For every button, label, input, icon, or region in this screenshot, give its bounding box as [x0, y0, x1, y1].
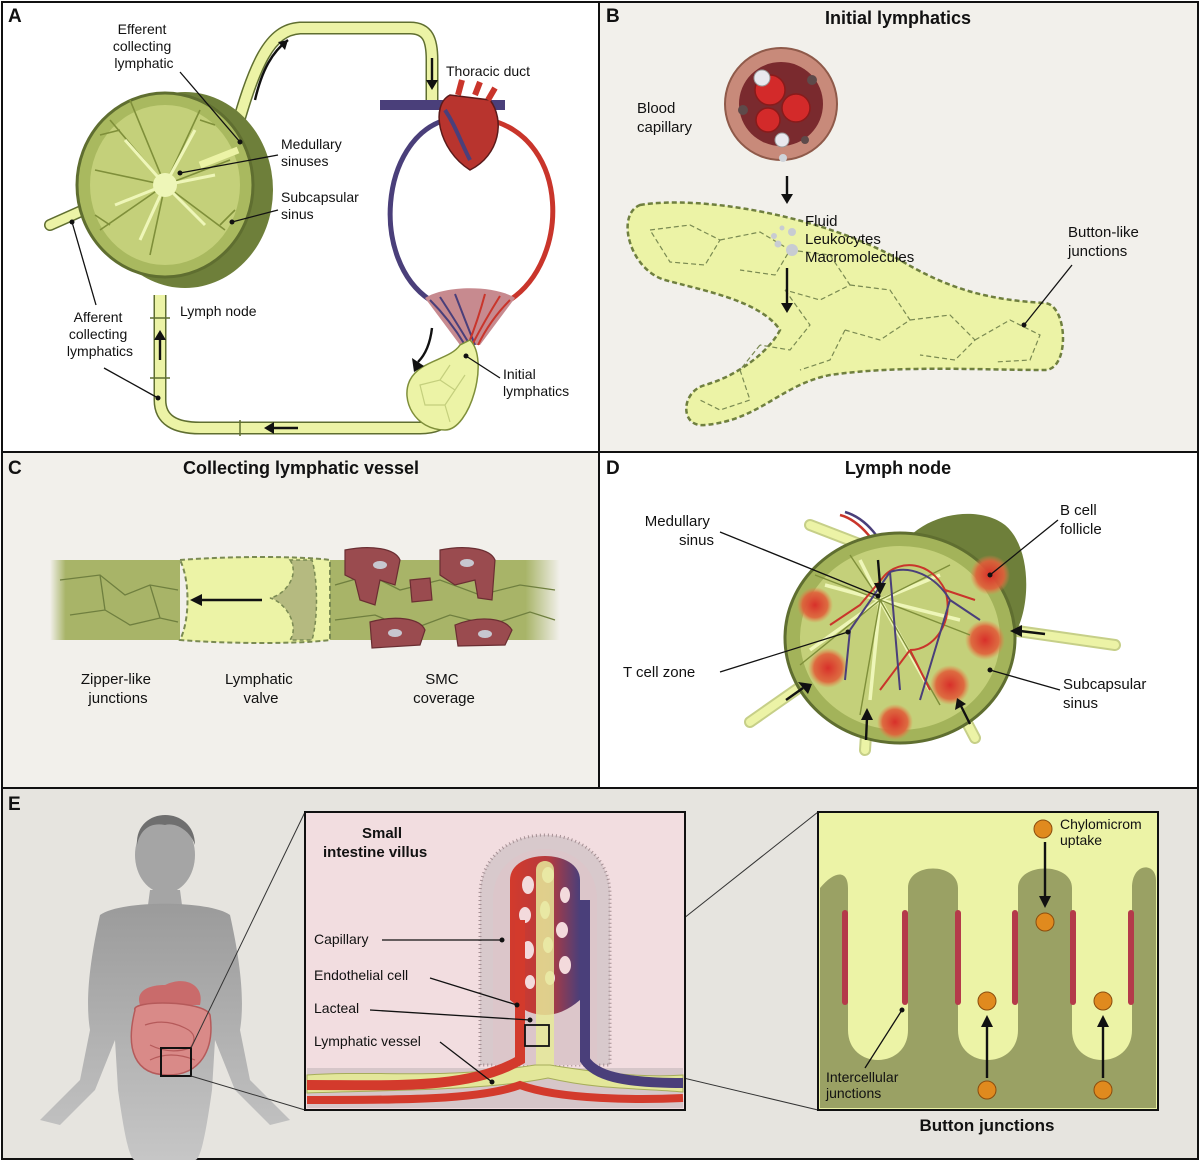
panel-d-title: Lymph node	[845, 458, 951, 478]
panel-a-letter: A	[8, 6, 22, 27]
svg-text:Zipper-like junctions: Zipper-like junctions	[81, 671, 155, 707]
svg-text:Chylomicrom uptake: Chylomicrom uptake	[1060, 816, 1146, 848]
panel-c: C Collecting lymphatic vessel	[8, 458, 560, 707]
label-capillary: Capillary	[314, 931, 368, 947]
svg-text:Medullary sinus: Medullary sinus	[645, 513, 714, 549]
label-thoracic-duct: Thoracic duct	[446, 63, 530, 79]
svg-text:Subcapsular sinus: Subcapsular sinus	[1063, 676, 1151, 712]
blood-capillary-cross-section	[724, 47, 838, 162]
panel-d: D Lymph node	[606, 458, 1151, 756]
svg-text:Fluid Leukocytes: Fluid Leukocytes Macromolecules	[805, 213, 914, 266]
intercellular-junction-bars	[842, 910, 1134, 1005]
villus-labels: Small intestine villus Capillary Endothe…	[314, 825, 533, 1085]
initial-lymphatic-vessel	[626, 201, 1065, 427]
panel-c-title: Collecting lymphatic vessel	[183, 458, 419, 478]
smc-cells	[344, 547, 513, 649]
panel-d-letter: D	[606, 458, 620, 479]
lymph-node-a	[75, 91, 273, 288]
fluid-particles	[771, 225, 798, 256]
chylomicron-particles	[977, 819, 1113, 1100]
panel-b-labels: Blood capillary Fluid Leukocytes Macromo…	[637, 100, 1143, 328]
svg-text:Blood capillary: Blood capillary	[637, 100, 693, 136]
villus-box	[304, 811, 686, 1111]
panel-d-labels: Medullary sinus B cell follicle T cell z…	[623, 502, 1151, 712]
svg-text:B cell follicle: B cell follicle	[1060, 502, 1102, 538]
label-endothelial-cell: Endothelial cell	[314, 967, 408, 983]
label-button-junctions: Button junctions	[919, 1116, 1054, 1135]
button-junctions-box	[817, 811, 1159, 1111]
svg-text:Small intestine villus: Small intestine villus	[323, 825, 427, 861]
b-cell-follicles	[797, 555, 1010, 740]
panel-c-labels: Zipper-like junctions Lymphatic valve SM…	[81, 671, 475, 707]
lymph-node-d	[783, 513, 1027, 745]
svg-text:Button-like junctions: Button-like junctions	[1067, 224, 1143, 260]
svg-text:Lymphatic valve: Lymphatic valve	[225, 671, 297, 707]
collecting-vessel	[50, 547, 560, 649]
panel-b: B Initial lymphatics	[606, 6, 1143, 427]
label-lymphatic-vessel: Lymphatic vessel	[314, 1033, 421, 1049]
panel-a-labels: Efferent collecting lymphatic Thoracic d…	[67, 21, 569, 401]
svg-text:Initial lymphatics: Initial lymphatics	[503, 366, 569, 399]
svg-text:Afferent collecting: Afferent collecting lymphatics	[67, 309, 133, 359]
svg-text:Subcapsular sinus: Subcapsular sinus	[281, 189, 363, 222]
flow-arrows-a	[154, 39, 438, 434]
button-junction-labels: Chylomicrom uptake Intercellular junctio…	[825, 816, 1146, 1135]
panel-b-title: Initial lymphatics	[825, 8, 971, 28]
svg-text:Medullary sinuses: Medullary sinuses	[281, 136, 346, 169]
label-t-cell-zone: T cell zone	[623, 664, 695, 681]
panel-a: A	[8, 6, 569, 436]
blood-circulation	[380, 79, 556, 431]
panel-e-letter: E	[8, 794, 21, 815]
svg-text:Intercellular junction: Intercellular junctions	[825, 1069, 902, 1101]
panel-c-letter: C	[8, 458, 22, 479]
panel-e: E	[8, 794, 1159, 1160]
panel-b-letter: B	[606, 6, 620, 27]
human-figure	[40, 815, 290, 1160]
svg-text:Efferent collecting: Efferent collecting lymphatic	[113, 21, 175, 71]
svg-text:SMC coverage: SMC coverage	[413, 671, 475, 707]
label-lacteal: Lacteal	[314, 1000, 359, 1016]
label-lymph-node: Lymph node	[180, 303, 257, 319]
flow-arrows-d	[785, 559, 1046, 741]
